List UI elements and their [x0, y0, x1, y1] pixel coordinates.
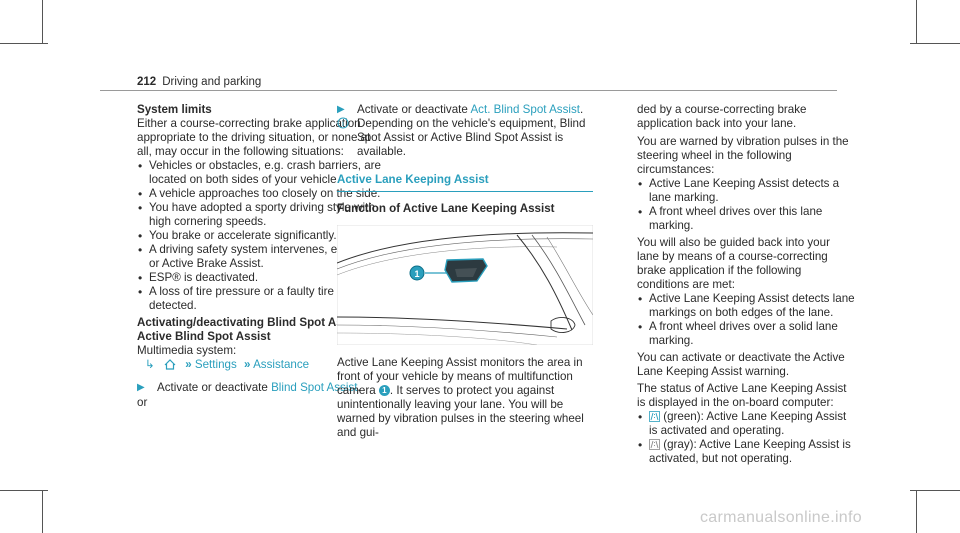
list-item: (gray): Active Lane Keeping Assist is ac…	[637, 438, 855, 466]
play-icon: ▶	[137, 382, 145, 393]
list-item: A driving safety system intervenes, e.g.…	[137, 243, 385, 271]
page-header: 212 Driving and parking	[137, 75, 261, 89]
figure-callout-1: 1	[414, 269, 419, 279]
column-3: ded by a course-correcting brake applica…	[637, 103, 855, 466]
alka-description: Active Lane Keeping Assist monitors the …	[337, 356, 593, 440]
crop-mark	[42, 0, 43, 44]
menu-label: Multimedia system:	[137, 344, 237, 357]
activating-heading: Activating/deactivating Blind Spot Assis…	[137, 316, 378, 343]
list-item: Vehicles or obstacles, e.g. crash barrie…	[137, 159, 385, 187]
svg-text:i: i	[342, 119, 345, 128]
list-item: Active Lane Keeping Assist detects lane …	[637, 292, 855, 320]
system-limits-heading: System limits	[137, 103, 212, 116]
blind-spot-assist-link[interactable]: Blind Spot Assist	[271, 381, 358, 394]
info-icon: i	[337, 117, 349, 129]
desc-part-b: . It serves to protect you against unint…	[337, 384, 584, 439]
action-text: Activate or deactivate	[157, 381, 268, 394]
settings-menu-item[interactable]: Settings	[194, 358, 237, 371]
list-item: (green): Active Lane Keeping Assist is a…	[637, 410, 855, 438]
crop-mark	[42, 490, 43, 533]
list-item: ESP® is deactivated.	[137, 271, 385, 285]
list-item: A loss of tire pressure or a faulty tire…	[137, 285, 385, 313]
windshield-camera-illustration: 1	[337, 225, 593, 345]
active-lane-keeping-heading: Active Lane Keeping Assist	[337, 173, 489, 186]
section-title: Driving and parking	[162, 76, 262, 88]
list-item: Active Lane Keeping Assist detects a lan…	[637, 177, 855, 205]
callout-badge: 1	[378, 385, 390, 397]
return-arrow-icon: ↳	[145, 358, 155, 371]
status-list: (green): Active Lane Keeping Assist is a…	[637, 410, 855, 466]
lane-keeping-green-icon	[649, 411, 660, 423]
section-rule	[337, 191, 593, 192]
watermark-footer: carmanualsonline.info	[700, 509, 862, 526]
chevron-right-icon: »	[244, 358, 251, 371]
status-green-text: (green): Active Lane Keeping Assist is a…	[649, 410, 847, 437]
assistance-menu-item[interactable]: Assistance	[253, 358, 310, 371]
column-2: ▶ Activate or deactivate Act. Blind Spot…	[337, 103, 593, 440]
action-step: ▶ Activate or deactivate Act. Blind Spot…	[337, 103, 584, 116]
page-number: 212	[137, 76, 157, 88]
menu-path: ↳ » Settings » Assistance	[137, 358, 385, 372]
function-heading: Function of Active Lane Keeping Assist	[337, 202, 555, 215]
crop-mark	[0, 43, 48, 44]
system-limits-list: Vehicles or obstacles, e.g. crash barrie…	[137, 159, 385, 313]
status-text: The status of Active Lane Keeping Assist…	[637, 382, 847, 409]
list-item: A front wheel drives over this lane mark…	[637, 205, 855, 233]
list-item: A vehicle approaches too closely on the …	[137, 187, 385, 201]
action-text: Activate or deactivate	[357, 103, 468, 116]
crop-mark	[910, 43, 960, 44]
play-icon: ▶	[337, 104, 345, 115]
chevron-right-icon: »	[185, 358, 192, 371]
warn-list: Active Lane Keeping Assist detects a lan…	[637, 177, 855, 233]
list-item: You brake or accelerate significantly.	[137, 229, 385, 243]
continued-text: ded by a course-correcting brake applica…	[637, 103, 807, 130]
or-text: or	[137, 396, 148, 409]
crop-mark	[0, 490, 48, 491]
header-rule	[100, 90, 837, 91]
system-limits-intro: Either a course-correcting brake applica…	[137, 117, 371, 158]
activate-text: You can activate or deactivate the Activ…	[637, 351, 845, 378]
lane-keeping-gray-icon	[649, 439, 660, 451]
guided-text: You will also be guided back into your l…	[637, 236, 830, 291]
crop-mark	[916, 490, 917, 533]
crop-mark	[910, 490, 960, 491]
warned-text: You are warned by vibration pulses in th…	[637, 135, 849, 176]
action-step: ▶ Activate or deactivate Blind Spot Assi…	[137, 381, 361, 394]
desc-part-a: Active Lane Keeping Assist monitors the …	[337, 356, 583, 397]
info-text: Depending on the vehicle's equipment, Bl…	[357, 117, 586, 158]
crop-mark	[916, 0, 917, 44]
info-note: i Depending on the vehicle's equipment, …	[337, 117, 593, 159]
column-1: System limits Either a course-correcting…	[137, 103, 385, 410]
list-item: You have adopted a sporty driving style …	[137, 201, 385, 229]
list-item: A front wheel drives over a solid lane m…	[637, 320, 855, 348]
guide-list: Active Lane Keeping Assist detects lane …	[637, 292, 855, 348]
home-icon[interactable]	[164, 359, 176, 371]
act-blind-spot-assist-link[interactable]: Act. Blind Spot Assist	[470, 103, 580, 116]
status-gray-text: (gray): Active Lane Keeping Assist is ac…	[649, 438, 851, 465]
